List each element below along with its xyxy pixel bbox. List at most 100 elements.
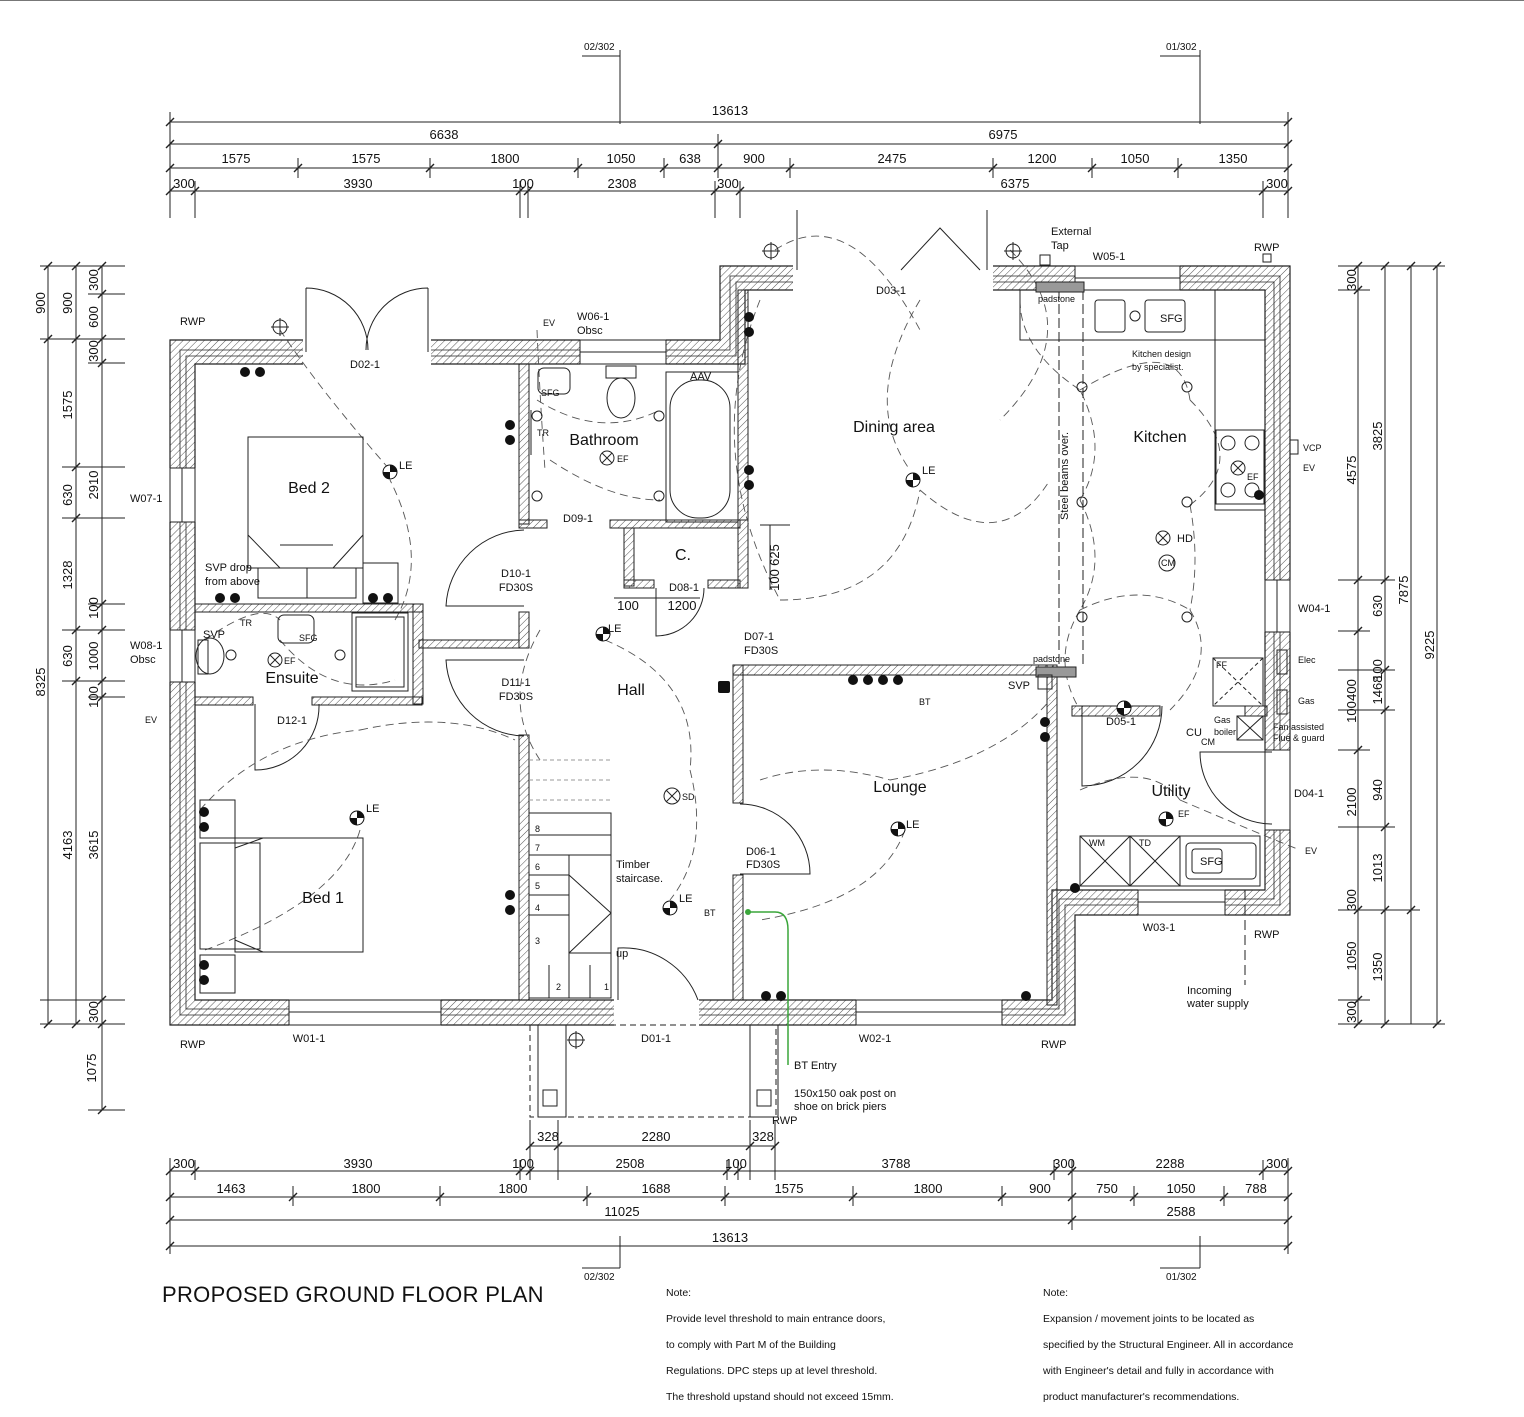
svp-label: SVP <box>203 629 225 641</box>
bottom-dim-labels: 328 2280 328 300 3930 100 2508 100 3788 … <box>173 1129 1288 1283</box>
note-line: to comply with Part M of the Building <box>666 1339 836 1351</box>
le-label: LE <box>608 623 621 635</box>
right-dim: 1350 <box>1370 953 1385 982</box>
basin <box>537 367 571 395</box>
internal-dim: 1200 <box>668 598 697 613</box>
note-line: Provide level threshold to main entrance… <box>666 1313 886 1325</box>
ef-label: EF <box>1247 472 1259 482</box>
aav-label: AAV <box>690 371 712 383</box>
stair-step-number: 5 <box>535 881 540 891</box>
oak-post-label: 150x150 oak post on <box>794 1088 896 1100</box>
bottom-row2-dim: 1050 <box>1167 1181 1196 1196</box>
note-expansion-joints: Note: Expansion / movement joints to be … <box>1043 1274 1293 1417</box>
top-row2-dim: 2475 <box>878 151 907 166</box>
right-dim: 1050 <box>1344 942 1359 971</box>
lighting-circuits <box>199 235 1301 951</box>
right-dim: 1468 <box>1370 676 1385 705</box>
right-dim: 400 <box>1344 679 1359 701</box>
sfg-label: SFG <box>1160 313 1183 325</box>
sd-label: SD <box>682 792 695 802</box>
external-tap-label: External <box>1051 226 1091 238</box>
right-dim: 300 <box>1344 1001 1359 1023</box>
note-line: Regulations. DPC steps up at level thres… <box>666 1365 878 1377</box>
stair-step-number: 3 <box>535 936 540 946</box>
incoming-water-label: Incoming <box>1187 985 1232 997</box>
bottom-row1-dim: 300 <box>1053 1156 1075 1171</box>
left-dim: 1000 <box>86 642 101 671</box>
left-dim: 2910 <box>86 471 101 500</box>
room-labels: Bed 2 Bed 1 Ensuite Bathroom C. Hall Din… <box>265 419 1190 907</box>
top-row2-dim: 1050 <box>607 151 636 166</box>
rwp-label: RWP <box>180 1039 205 1051</box>
section-ref-bottom-left: 02/302 <box>584 1272 615 1283</box>
left-dim: 630 <box>60 645 75 667</box>
bottom-row2-dim: 1800 <box>352 1181 381 1196</box>
right-dim: 9225 <box>1422 631 1437 660</box>
right-dim: 300 <box>1344 889 1359 911</box>
left-dim: 300 <box>86 340 101 362</box>
room-bed-1: Bed 1 <box>302 890 344 907</box>
stair-step-number: 2 <box>556 982 561 992</box>
window-ref: Obsc <box>130 654 156 666</box>
right-dim: 4575 <box>1344 456 1359 485</box>
ev-label: EV <box>1303 463 1315 473</box>
bottom-row1-dim: 300 <box>173 1156 195 1171</box>
le-label: LE <box>906 819 919 831</box>
ev-label: EV <box>145 715 157 725</box>
extract-fans <box>267 450 1246 805</box>
bottom-row2-dim: 788 <box>1245 1181 1267 1196</box>
bottom-row1-dim: 100 <box>512 1156 534 1171</box>
bt-label: BT <box>704 908 716 918</box>
left-dim: 1328 <box>60 561 75 590</box>
note-line: product manufacturer's recommendations. <box>1043 1391 1240 1403</box>
stair-up-label: up <box>616 948 628 960</box>
top-row3-dim: 3930 <box>344 176 373 191</box>
left-dimensions <box>40 265 125 1111</box>
top-row2-dim: 1200 <box>1028 151 1057 166</box>
door-ref: D04-1 <box>1294 788 1324 800</box>
door-ref: D11-1 <box>501 677 530 689</box>
toilet <box>606 377 636 419</box>
vcp-label: VCP <box>1303 443 1322 453</box>
cm-label: CM <box>1161 558 1175 568</box>
top-row3-dim: 100 <box>512 176 534 191</box>
external-lights <box>271 242 1022 1049</box>
bottom-row2-dim: 900 <box>1029 1181 1051 1196</box>
ef-label: EF <box>1178 809 1190 819</box>
stair-step-number: 4 <box>535 903 540 913</box>
left-dim: 100 <box>86 686 101 708</box>
ceiling-light-icon <box>382 464 398 480</box>
room-kitchen: Kitchen <box>1133 429 1186 446</box>
right-dim: 300 <box>1344 269 1359 291</box>
le-label: LE <box>399 460 412 472</box>
gas-label: Gas <box>1298 696 1315 706</box>
gas-boiler-label: Gas <box>1214 715 1231 725</box>
door-ref: D06-1 <box>746 846 776 858</box>
left-dim: 8325 <box>33 668 48 697</box>
window-ref: W06-1 <box>577 311 609 323</box>
bottom-dim-ticks <box>165 1141 1293 1251</box>
bottom-row1-dim: 3788 <box>882 1156 911 1171</box>
staircase <box>528 812 612 999</box>
hd-label: HD <box>1177 533 1193 545</box>
fridge-freezer <box>1212 657 1264 707</box>
left-dim: 4163 <box>60 831 75 860</box>
le-label: LE <box>366 803 379 815</box>
bottom-row1-dim: 2288 <box>1156 1156 1185 1171</box>
window-ref: Obsc <box>577 325 603 337</box>
note-heading: Note: <box>1043 1287 1069 1299</box>
top-row3-dim: 300 <box>1266 176 1288 191</box>
incoming-water-label: water supply <box>1186 998 1249 1010</box>
right-dim: 1013 <box>1370 854 1385 883</box>
svp-label: SVP <box>1008 680 1030 692</box>
top-row3-dim: 300 <box>173 176 195 191</box>
door-ref: D09-1 <box>563 513 593 525</box>
top-dim-labels: 13613 6638 6975 1575 1575 1800 1050 638 … <box>173 42 1288 191</box>
room-lounge: Lounge <box>873 779 926 796</box>
sfg-label: SFG <box>299 633 318 643</box>
elec-label: Elec <box>1298 655 1316 665</box>
door-ref: FD30S <box>499 691 533 703</box>
top-row2-dim: 1050 <box>1121 151 1150 166</box>
stair-step-number: 8 <box>535 824 540 834</box>
left-dim: 100 <box>86 597 101 619</box>
